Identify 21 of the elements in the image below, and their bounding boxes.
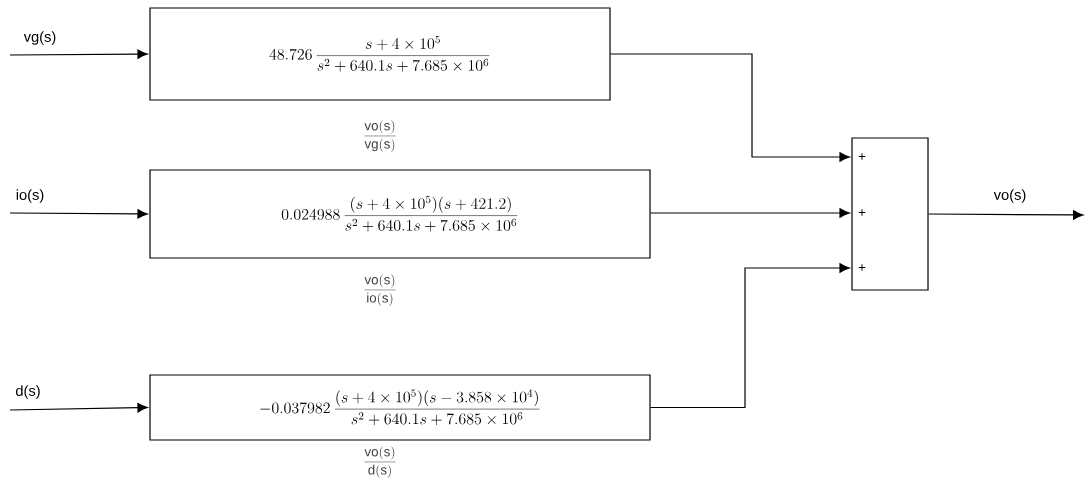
arrow <box>9 209 148 219</box>
signal-label: vo(s) <box>993 189 1026 203</box>
arrow <box>650 208 850 218</box>
signal-label: vg(s) <box>23 31 56 45</box>
signal-label: io(s) <box>16 189 44 203</box>
signal-label: d(s) <box>16 385 40 399</box>
transfer-function-box: $48.726\,\frac{s+4\times 10^{5}}{s^{2}+640.1s+7.685\times 10^{6}}$ <box>149 7 611 101</box>
ratio-label: $\frac{\mathsf{vo(s)}}{\mathsf{d(s)}}$ <box>364 446 396 478</box>
plus-sign: + <box>858 209 866 216</box>
arrow <box>650 263 850 409</box>
ratio-label: $\frac{\mathsf{vo(s)}}{\mathsf{vg(s)}}$ <box>364 120 396 152</box>
transfer-function-box: $-0.037982\,\frac{(s+4\times 10^{5})(s-3.858\times 10^{4})}{s^{2}+640.1s+7.685\times 10^{6}}$ <box>149 374 651 441</box>
arrow <box>9 49 148 59</box>
arrow <box>610 53 850 162</box>
plus-sign: + <box>858 264 866 271</box>
arrow <box>928 210 1084 220</box>
transfer-function-box: $0.024988\,\frac{(s+4\times 10^{5})(s+421.2)}{s^{2}+640.1s+7.685\times 10^{6}}$ <box>149 169 651 259</box>
ratio-label: $\frac{\mathsf{vo(s)}}{\mathsf{io(s)}}$ <box>364 274 396 306</box>
arrow <box>9 402 148 413</box>
plus-sign: + <box>858 153 866 160</box>
sum-block <box>851 137 929 291</box>
